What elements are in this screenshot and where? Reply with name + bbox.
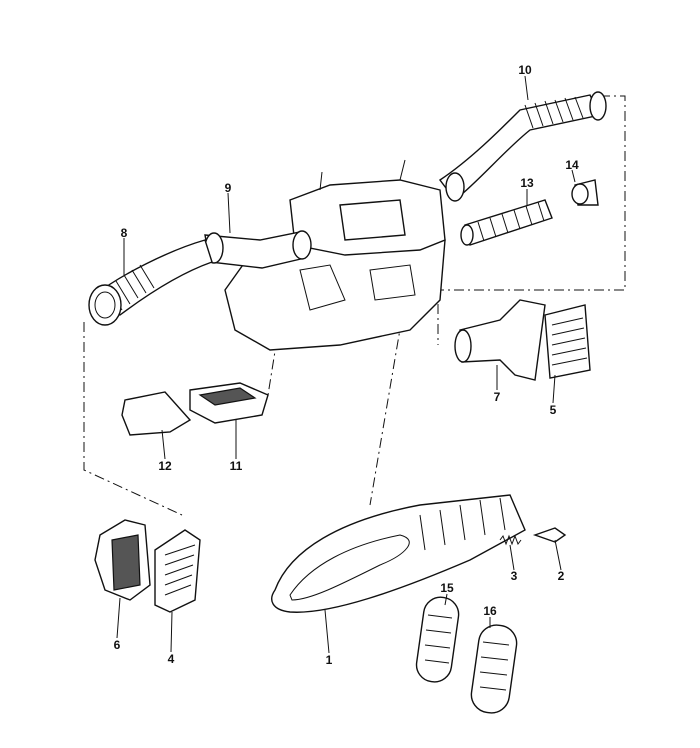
part-14-cap (571, 179, 599, 206)
callout-15: 15 (440, 581, 454, 595)
part-7-duct (454, 299, 546, 381)
callout-4: 4 (168, 652, 175, 666)
part-15-grille (415, 596, 460, 683)
callout-9: 9 (225, 181, 232, 195)
callout-5: 5 (550, 403, 557, 417)
callout-12: 12 (158, 459, 172, 473)
part-1-nozzle (271, 494, 526, 613)
callout-13: 13 (520, 176, 534, 190)
part-11-flap (189, 382, 269, 424)
callout-2: 2 (558, 569, 565, 583)
part-6-vent-housing (94, 519, 151, 601)
callout-10: 10 (518, 63, 532, 77)
part-13-corrugated-tube (460, 199, 553, 246)
reference-line-11 (267, 319, 281, 396)
reference-line-center (369, 299, 406, 506)
part-3-spring (499, 534, 522, 546)
part-16-grille (470, 624, 518, 714)
callout-6: 6 (114, 638, 121, 652)
callout-8: 8 (121, 226, 128, 240)
callout-1: 1 (326, 653, 333, 667)
callout-3: 3 (511, 569, 518, 583)
callout-7: 7 (494, 390, 501, 404)
part-10-hose (438, 91, 607, 202)
reference-line-left (83, 322, 183, 516)
part-5-vent (544, 304, 591, 379)
part-8-hose (88, 239, 213, 326)
part-2-clip (532, 527, 567, 543)
reference-line-right (437, 95, 626, 345)
leader-lines (116, 75, 576, 654)
part-12-bracket (121, 391, 192, 436)
callout-11: 11 (230, 459, 243, 473)
callout-16: 16 (483, 604, 497, 618)
part-4-vent-grille (154, 529, 201, 613)
callout-14: 14 (565, 158, 579, 172)
